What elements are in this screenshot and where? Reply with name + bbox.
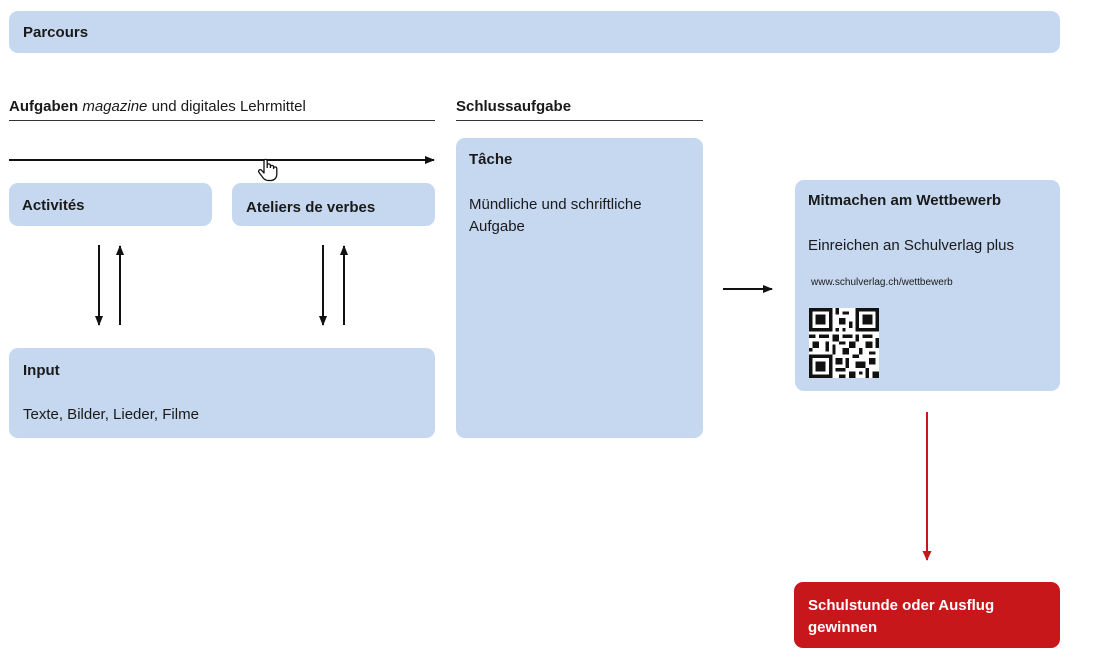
wettbewerb-box: Mitmachen am Wettbewerb Einreichen an Sc… <box>795 180 1060 391</box>
qr-code-icon <box>809 308 879 378</box>
section-title-schlussaufgabe: Schlussaufgabe <box>456 98 703 121</box>
activites-title: Activités <box>22 197 85 214</box>
input-title: Input <box>23 362 60 379</box>
prize-box: Schulstunde oder Ausflug gewinnen <box>794 582 1060 648</box>
wettbewerb-title: Mitmachen am Wettbewerb <box>808 192 1002 209</box>
section-title-aufgaben-rest: und digitales Lehrmittel <box>151 98 306 115</box>
tache-text-line2: Aufgabe <box>469 218 525 235</box>
parcours-title: Parcours <box>23 24 89 41</box>
section-title-schlussaufgabe-text: Schlussaufgabe <box>456 98 572 115</box>
ateliers-box: Ateliers de verbes <box>232 183 435 226</box>
prize-line1: Schulstunde oder Ausflug <box>808 597 995 614</box>
activites-box: Activités <box>9 183 212 226</box>
section-title-aufgaben-bold: Aufgaben <box>9 98 79 115</box>
tache-title: Tâche <box>469 151 513 168</box>
wettbewerb-url[interactable]: www.schulverlag.ch/wettbewerb <box>811 277 953 288</box>
input-box: Input Texte, Bilder, Lieder, Filme <box>9 348 435 438</box>
hand-cursor-icon <box>257 158 278 182</box>
input-text: Texte, Bilder, Lieder, Filme <box>23 406 199 423</box>
section-title-aufgaben-italic: magazine <box>82 98 148 115</box>
section-title-aufgaben: Aufgaben magazine und digitales Lehrmitt… <box>9 98 435 121</box>
tache-box: Tâche Mündliche und schriftliche Aufgabe <box>456 138 703 438</box>
parcours-header: Parcours <box>9 11 1060 53</box>
wettbewerb-text: Einreichen an Schulverlag plus <box>808 237 1014 254</box>
ateliers-title: Ateliers de verbes <box>246 199 376 216</box>
prize-line2: gewinnen <box>808 619 878 636</box>
tache-text-line1: Mündliche und schriftliche <box>469 196 642 213</box>
